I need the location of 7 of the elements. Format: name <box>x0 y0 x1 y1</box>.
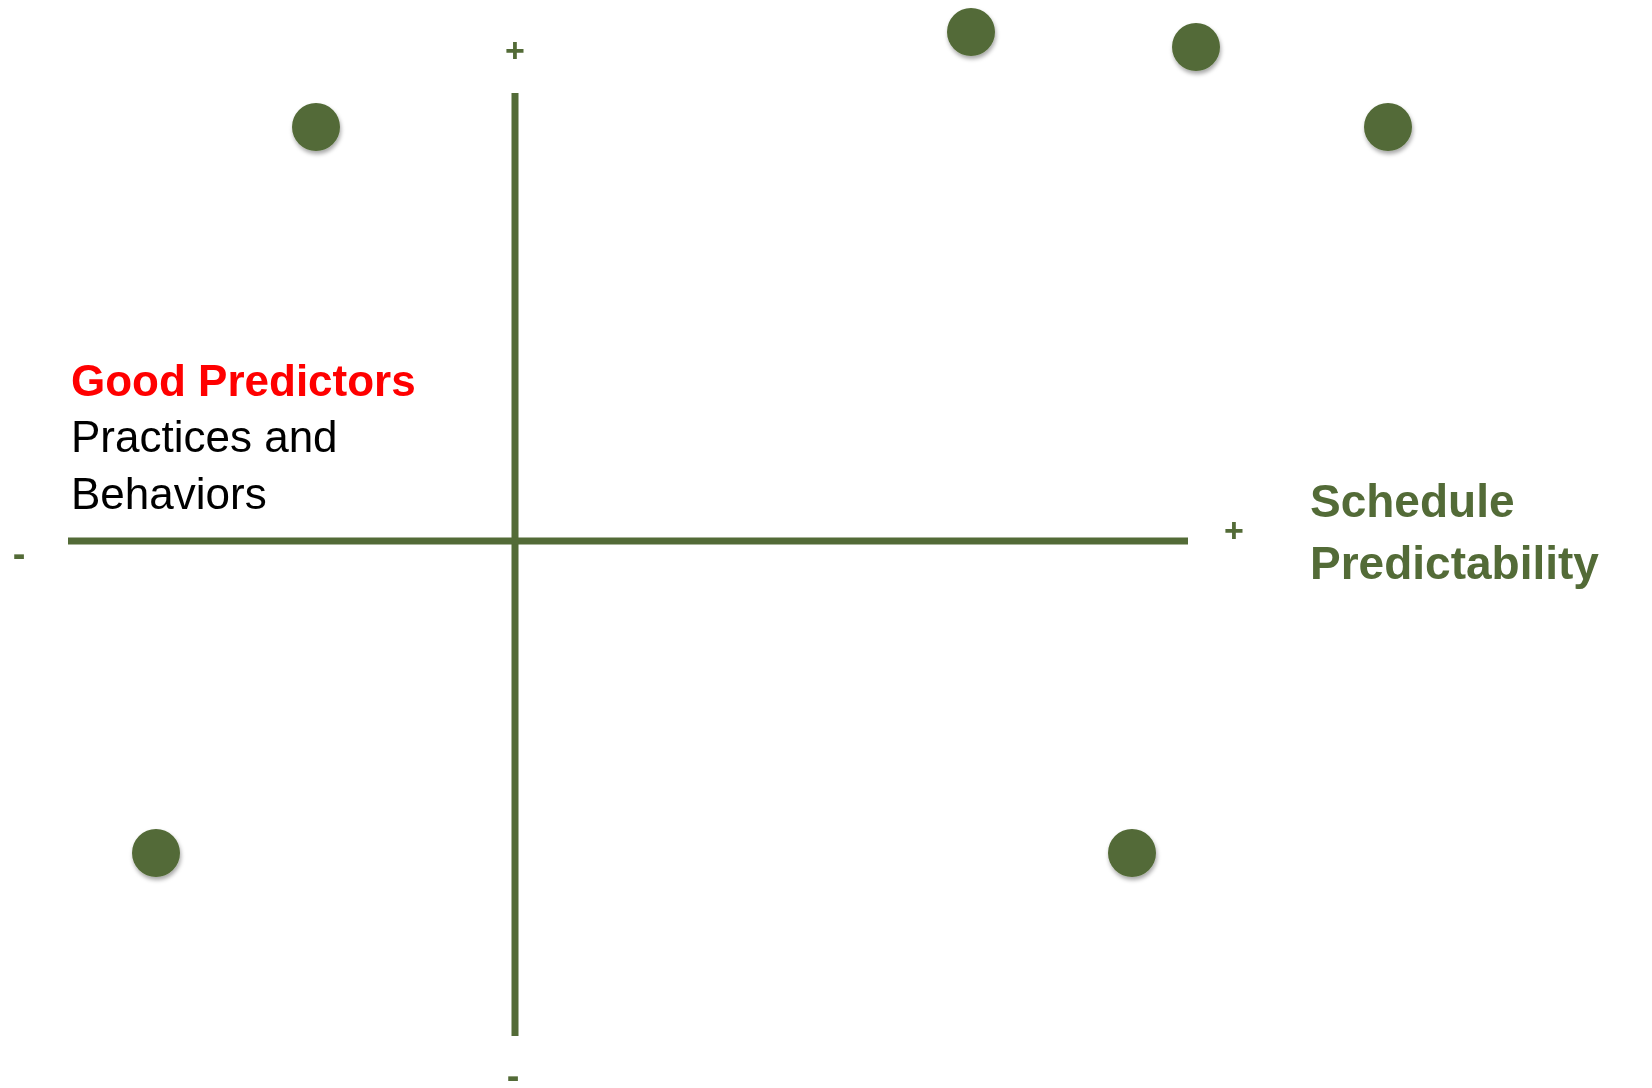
axis-plus-sign: + <box>1223 510 1245 551</box>
quadrant-description: Practices and Behaviors <box>71 411 339 521</box>
axis-plus-sign: + <box>504 30 526 71</box>
axis-minus-sign: - <box>11 532 27 577</box>
quadrant-title: Good Predictors <box>71 355 417 407</box>
axis-title: Schedule Predictability <box>1310 474 1600 592</box>
axis-minus-sign: - <box>505 1054 521 1088</box>
